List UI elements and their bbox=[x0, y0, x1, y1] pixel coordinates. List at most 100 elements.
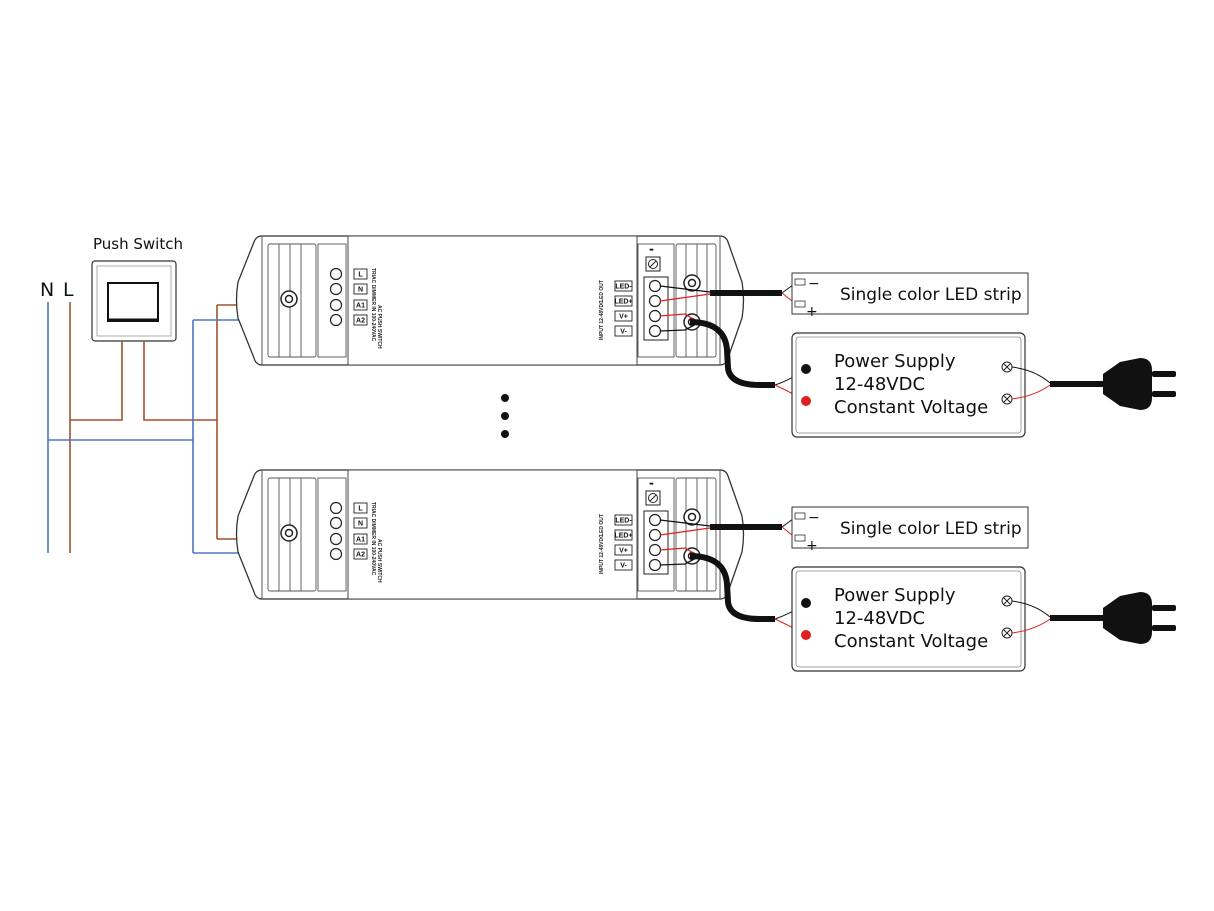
diagram-shape bbox=[267, 243, 317, 358]
diagram-shape bbox=[637, 243, 675, 358]
diagram-shape bbox=[1011, 366, 1051, 384]
diagram-shape bbox=[347, 235, 638, 366]
mains-plug bbox=[1011, 358, 1176, 410]
output-terminal-label: V- bbox=[620, 563, 627, 570]
dimmer-input-caption: TRIAC DIMMER IN 100-240VAC bbox=[370, 268, 376, 342]
input-terminal-label: N bbox=[358, 521, 363, 528]
output-terminal-label-box bbox=[614, 544, 633, 556]
diagram-shape bbox=[317, 477, 347, 592]
input-terminal-label-box bbox=[353, 268, 368, 280]
led-strip-minus: − bbox=[808, 276, 820, 292]
output-terminal-label: V+ bbox=[619, 314, 628, 321]
output-terminal-screw bbox=[648, 309, 662, 323]
diagram-shape bbox=[267, 477, 317, 592]
output-terminal-screw bbox=[648, 279, 662, 293]
diagram-shape bbox=[794, 512, 806, 520]
diagram-shape bbox=[1103, 592, 1152, 644]
output-terminal-screw bbox=[648, 513, 662, 527]
ac-terminal-icon bbox=[1001, 361, 1013, 373]
diagram-shape bbox=[284, 528, 294, 538]
diagram-shape bbox=[659, 293, 711, 302]
led-strip: − + Single color LED strip bbox=[791, 506, 1029, 554]
input-terminal-label: A1 bbox=[356, 303, 365, 310]
diagram-shape bbox=[683, 274, 701, 292]
input-dc-caption: INPUT 12-48VDC bbox=[599, 300, 605, 340]
input-terminal-label-box bbox=[353, 283, 368, 295]
diagram-shape bbox=[659, 527, 711, 536]
dimmer: L N A1 A2 TRIAC DIMMER IN 100-240VAC AC … bbox=[235, 235, 745, 366]
diagram-shape bbox=[791, 566, 1026, 672]
input-terminal-label: L bbox=[358, 272, 363, 279]
output-terminal-label-box bbox=[614, 280, 633, 292]
mounting-hole-icon bbox=[683, 274, 701, 292]
power-supply-type: Constant Voltage bbox=[834, 631, 988, 652]
power-supply-title: Power Supply bbox=[834, 585, 956, 606]
diagram-shape bbox=[261, 470, 721, 599]
ac-terminal-icon bbox=[1001, 393, 1013, 405]
diagram-shape bbox=[794, 300, 806, 308]
input-terminal-label: A2 bbox=[356, 318, 365, 325]
output-terminal-label: V+ bbox=[619, 548, 628, 555]
output-terminal-label: LED- bbox=[615, 284, 632, 291]
input-terminal-screw bbox=[329, 267, 343, 281]
led-strip-label: Single color LED strip bbox=[840, 285, 1022, 305]
diagram-shape bbox=[801, 630, 811, 640]
diagram-shape bbox=[637, 477, 675, 592]
diagram-shape bbox=[649, 494, 657, 502]
power-supply-voltage: 12-48VDC bbox=[834, 608, 925, 629]
diagram-shape bbox=[280, 290, 298, 308]
diagram-shape bbox=[1003, 395, 1011, 403]
dc-wiring bbox=[659, 281, 807, 402]
output-terminal-screw bbox=[648, 324, 662, 338]
diagram-shape bbox=[683, 508, 701, 526]
diagram-shape bbox=[1003, 597, 1011, 605]
diagram-shape bbox=[648, 493, 658, 503]
input-terminal-label-box bbox=[353, 533, 368, 545]
diagram-shape bbox=[284, 294, 294, 304]
input-dc-caption: INPUT 12-48VDC bbox=[599, 534, 605, 574]
diagram-shape bbox=[1152, 371, 1176, 377]
diagram-shape bbox=[794, 534, 806, 542]
minus-mark: - bbox=[649, 242, 654, 256]
diagram-shape bbox=[791, 332, 1026, 438]
mains-plug bbox=[1011, 592, 1176, 644]
diagram-shape bbox=[801, 396, 811, 406]
input-terminal-screw bbox=[329, 298, 343, 312]
diagram-shape bbox=[267, 243, 717, 358]
input-terminal-label-box bbox=[353, 517, 368, 529]
output-terminal-label-box bbox=[614, 325, 633, 337]
diagram-shape bbox=[791, 272, 1029, 315]
led-out-caption: LED OUT bbox=[599, 514, 605, 536]
diagram-shape bbox=[675, 477, 717, 592]
diagram-shape bbox=[689, 553, 775, 622]
diagram-shape bbox=[1011, 384, 1051, 400]
input-terminal-label: N bbox=[358, 287, 363, 294]
output-terminal-label-box bbox=[614, 295, 633, 307]
diagram-shape bbox=[1152, 391, 1176, 397]
input-terminal-screw bbox=[329, 516, 343, 530]
mounting-hole-icon bbox=[280, 524, 298, 542]
diagram-shape bbox=[687, 278, 697, 288]
switch-input-caption: AC PUSH SWITCH bbox=[376, 539, 382, 583]
power-supply-title: Power Supply bbox=[834, 351, 956, 372]
diagram-shape bbox=[1011, 618, 1051, 634]
power-supply: Power Supply 12-48VDC Constant Voltage bbox=[791, 566, 1026, 672]
diagram-shape bbox=[267, 477, 717, 592]
led-strip-plus: + bbox=[806, 538, 818, 554]
mounting-hole-icon bbox=[280, 290, 298, 308]
diagram-shape bbox=[659, 519, 711, 527]
power-supply-type: Constant Voltage bbox=[834, 397, 988, 418]
diagram-shape bbox=[795, 336, 1022, 434]
output-terminal-label-box bbox=[614, 559, 633, 571]
diagram-shape bbox=[280, 524, 298, 542]
more-units-ellipsis bbox=[501, 394, 509, 438]
input-terminal-label: A2 bbox=[356, 552, 365, 559]
live-label: L bbox=[63, 279, 74, 301]
diagram-shape bbox=[1011, 600, 1051, 618]
input-terminal-screw bbox=[329, 313, 343, 327]
diagram-shape bbox=[659, 285, 711, 293]
diagram-shape bbox=[1003, 629, 1011, 637]
diagram-shape bbox=[317, 243, 347, 358]
diagram-shape bbox=[689, 319, 775, 388]
output-terminal-screw bbox=[648, 528, 662, 542]
